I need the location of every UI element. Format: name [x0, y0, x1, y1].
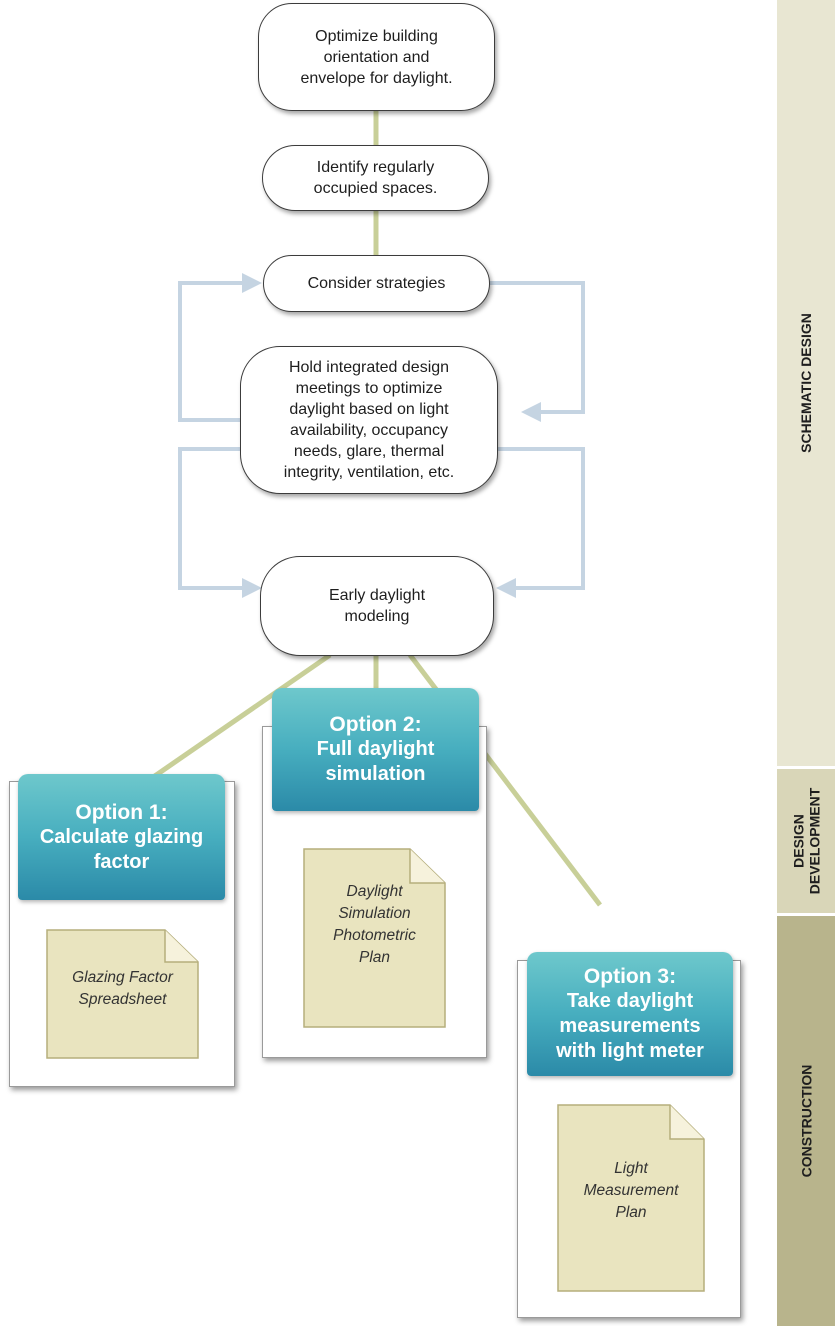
option-2-document: Daylight Simulation Photometric Plan: [302, 847, 447, 1029]
option-1-header: Option 1: Calculate glazing factor: [18, 774, 225, 900]
feedback-arrow-2: [490, 281, 585, 422]
phase-schematic-design: SCHEMATIC DESIGN: [777, 0, 835, 766]
option-1-document: Glazing Factor Spreadsheet: [45, 928, 200, 1060]
step-consider-strategies: Consider strategies: [263, 255, 490, 312]
phase-construction: CONSTRUCTION: [777, 916, 835, 1326]
step-early-modeling: Early daylight modeling: [260, 556, 494, 656]
option-3-document: Light Measurement Plan: [556, 1103, 706, 1293]
feedback-arrow-3: [178, 447, 262, 598]
option-2-header: Option 2: Full daylight simulation: [272, 688, 479, 811]
option-3-header: Option 3: Take daylight measurements wit…: [527, 952, 733, 1076]
step-design-meetings: Hold integrated design meetings to optim…: [240, 346, 498, 494]
document-icon: [303, 848, 446, 1028]
phase-design-development: DESIGN DEVELOPMENT: [777, 769, 835, 913]
step-identify-spaces: Identify regularly occupied spaces.: [262, 145, 489, 211]
document-icon: [557, 1104, 705, 1292]
feedback-arrow-1: [178, 273, 262, 422]
step-optimize-orientation: Optimize building orientation and envelo…: [258, 3, 495, 111]
document-icon: [46, 929, 199, 1059]
feedback-arrow-4: [495, 447, 585, 598]
